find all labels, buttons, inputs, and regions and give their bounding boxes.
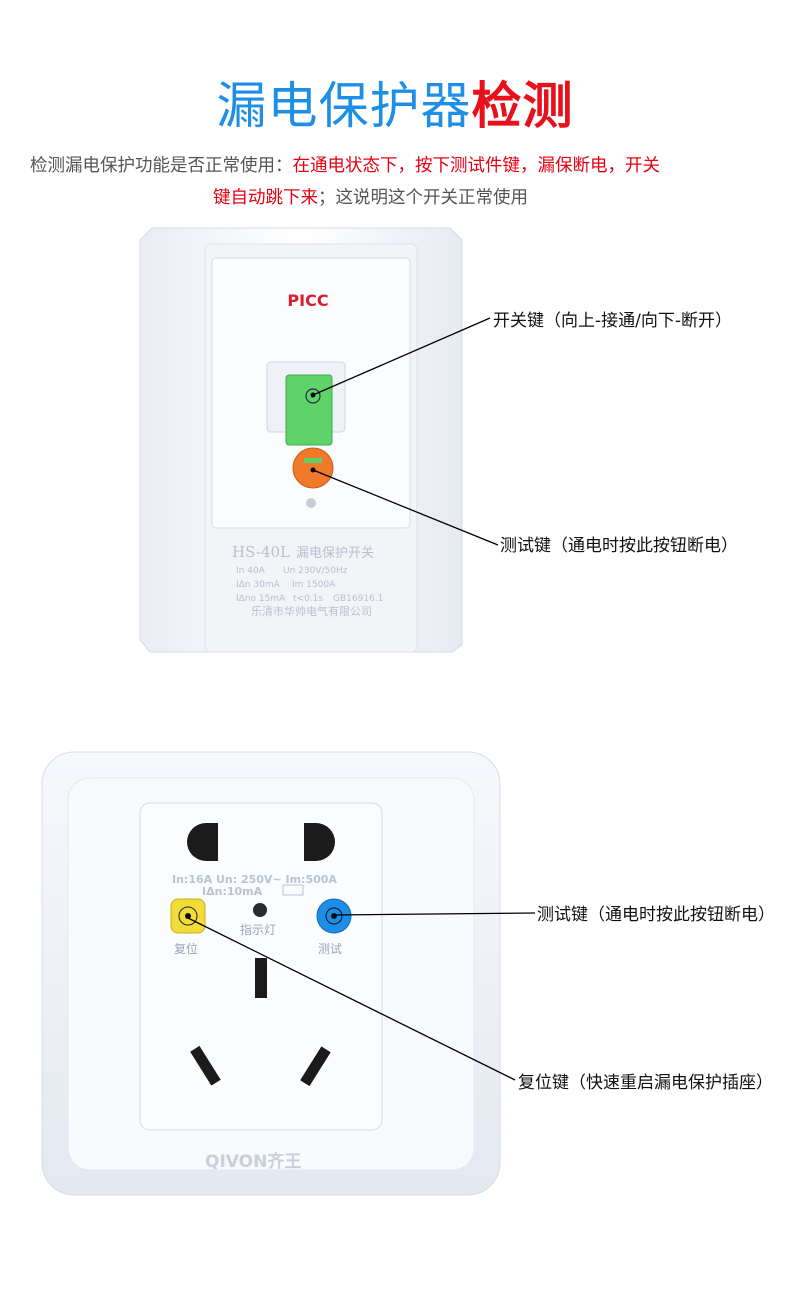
breaker-spec: IΔno 15mA bbox=[236, 594, 286, 604]
two-pin-outlet bbox=[187, 823, 335, 1087]
socket-brand-logo: QIVON齐王 bbox=[205, 1151, 301, 1172]
subtitle-line-1: 检测漏电保护功能是否正常使用：在通电状态下，按下测试件键，漏保断电，开关 bbox=[30, 150, 770, 182]
socket-spec: IΔn:10mA bbox=[202, 885, 263, 898]
callout-socket-reset: 复位键（快速重启漏电保护插座） bbox=[518, 1073, 773, 1093]
breaker-name: 漏电保护开关 bbox=[296, 545, 374, 561]
reset-label: 复位 bbox=[174, 941, 198, 956]
breaker-spec: t<0.1s bbox=[293, 594, 323, 604]
test-label: 测试 bbox=[318, 941, 342, 956]
breaker-spec: Un 230V/50Hz bbox=[283, 566, 348, 576]
subtitle-gray-1: 检测漏电保护功能是否正常使用： bbox=[30, 156, 293, 176]
leakage-socket: In:16A Un: 250V~ Im:500A IΔn:10mA 复位 指示灯… bbox=[41, 751, 775, 1196]
indicator-light bbox=[306, 498, 316, 508]
breaker-spec: Im 1500A bbox=[292, 580, 336, 590]
callout-test-key: 测试键（通电时按此按钮断电） bbox=[500, 536, 738, 556]
indicator-label: 指示灯 bbox=[240, 922, 276, 937]
title-part-1: 漏电保护器 bbox=[216, 77, 472, 135]
callout-socket-test: 测试键（通电时按此按钮断电） bbox=[537, 905, 775, 925]
title-part-2: 检测 bbox=[471, 77, 574, 135]
subtitle-red-2: 键自动跳下来 bbox=[213, 188, 318, 208]
subtitle-gray-2: ；这说明这个开关正常使用 bbox=[318, 188, 528, 208]
page-title: 漏电保护器检测 bbox=[0, 74, 790, 138]
subtitle-red-1: 在通电状态下，按下测试件键，漏保断电，开关 bbox=[292, 156, 661, 176]
breaker-model: HS-40L bbox=[232, 543, 290, 561]
breaker-label: HS-40L 漏电保护开关 In 40A Un 230V/50Hz IΔn 30… bbox=[232, 543, 383, 618]
breaker-brand: PICC bbox=[287, 291, 328, 310]
leakage-breaker: PICC HS-40L 漏电保护开关 In 40A Un 230V/50Hz I… bbox=[139, 227, 738, 653]
indicator-light bbox=[253, 903, 267, 917]
socket-spec: In:16A Un: 250V~ Im:500A bbox=[172, 873, 337, 886]
switch-key[interactable] bbox=[285, 374, 333, 446]
callout-switch-key: 开关键（向上-接通/向下-断开） bbox=[493, 311, 732, 331]
three-pin-ground bbox=[255, 958, 267, 998]
subtitle-line-2: 键自动跳下来；这说明这个开关正常使用 bbox=[213, 182, 790, 214]
breaker-spec: GB16916.1 bbox=[333, 594, 383, 604]
breaker-maker: 乐清市华帅电气有限公司 bbox=[251, 604, 372, 618]
breaker-spec: In 40A bbox=[236, 566, 266, 576]
breaker-spec: IΔn 30mA bbox=[236, 580, 281, 590]
